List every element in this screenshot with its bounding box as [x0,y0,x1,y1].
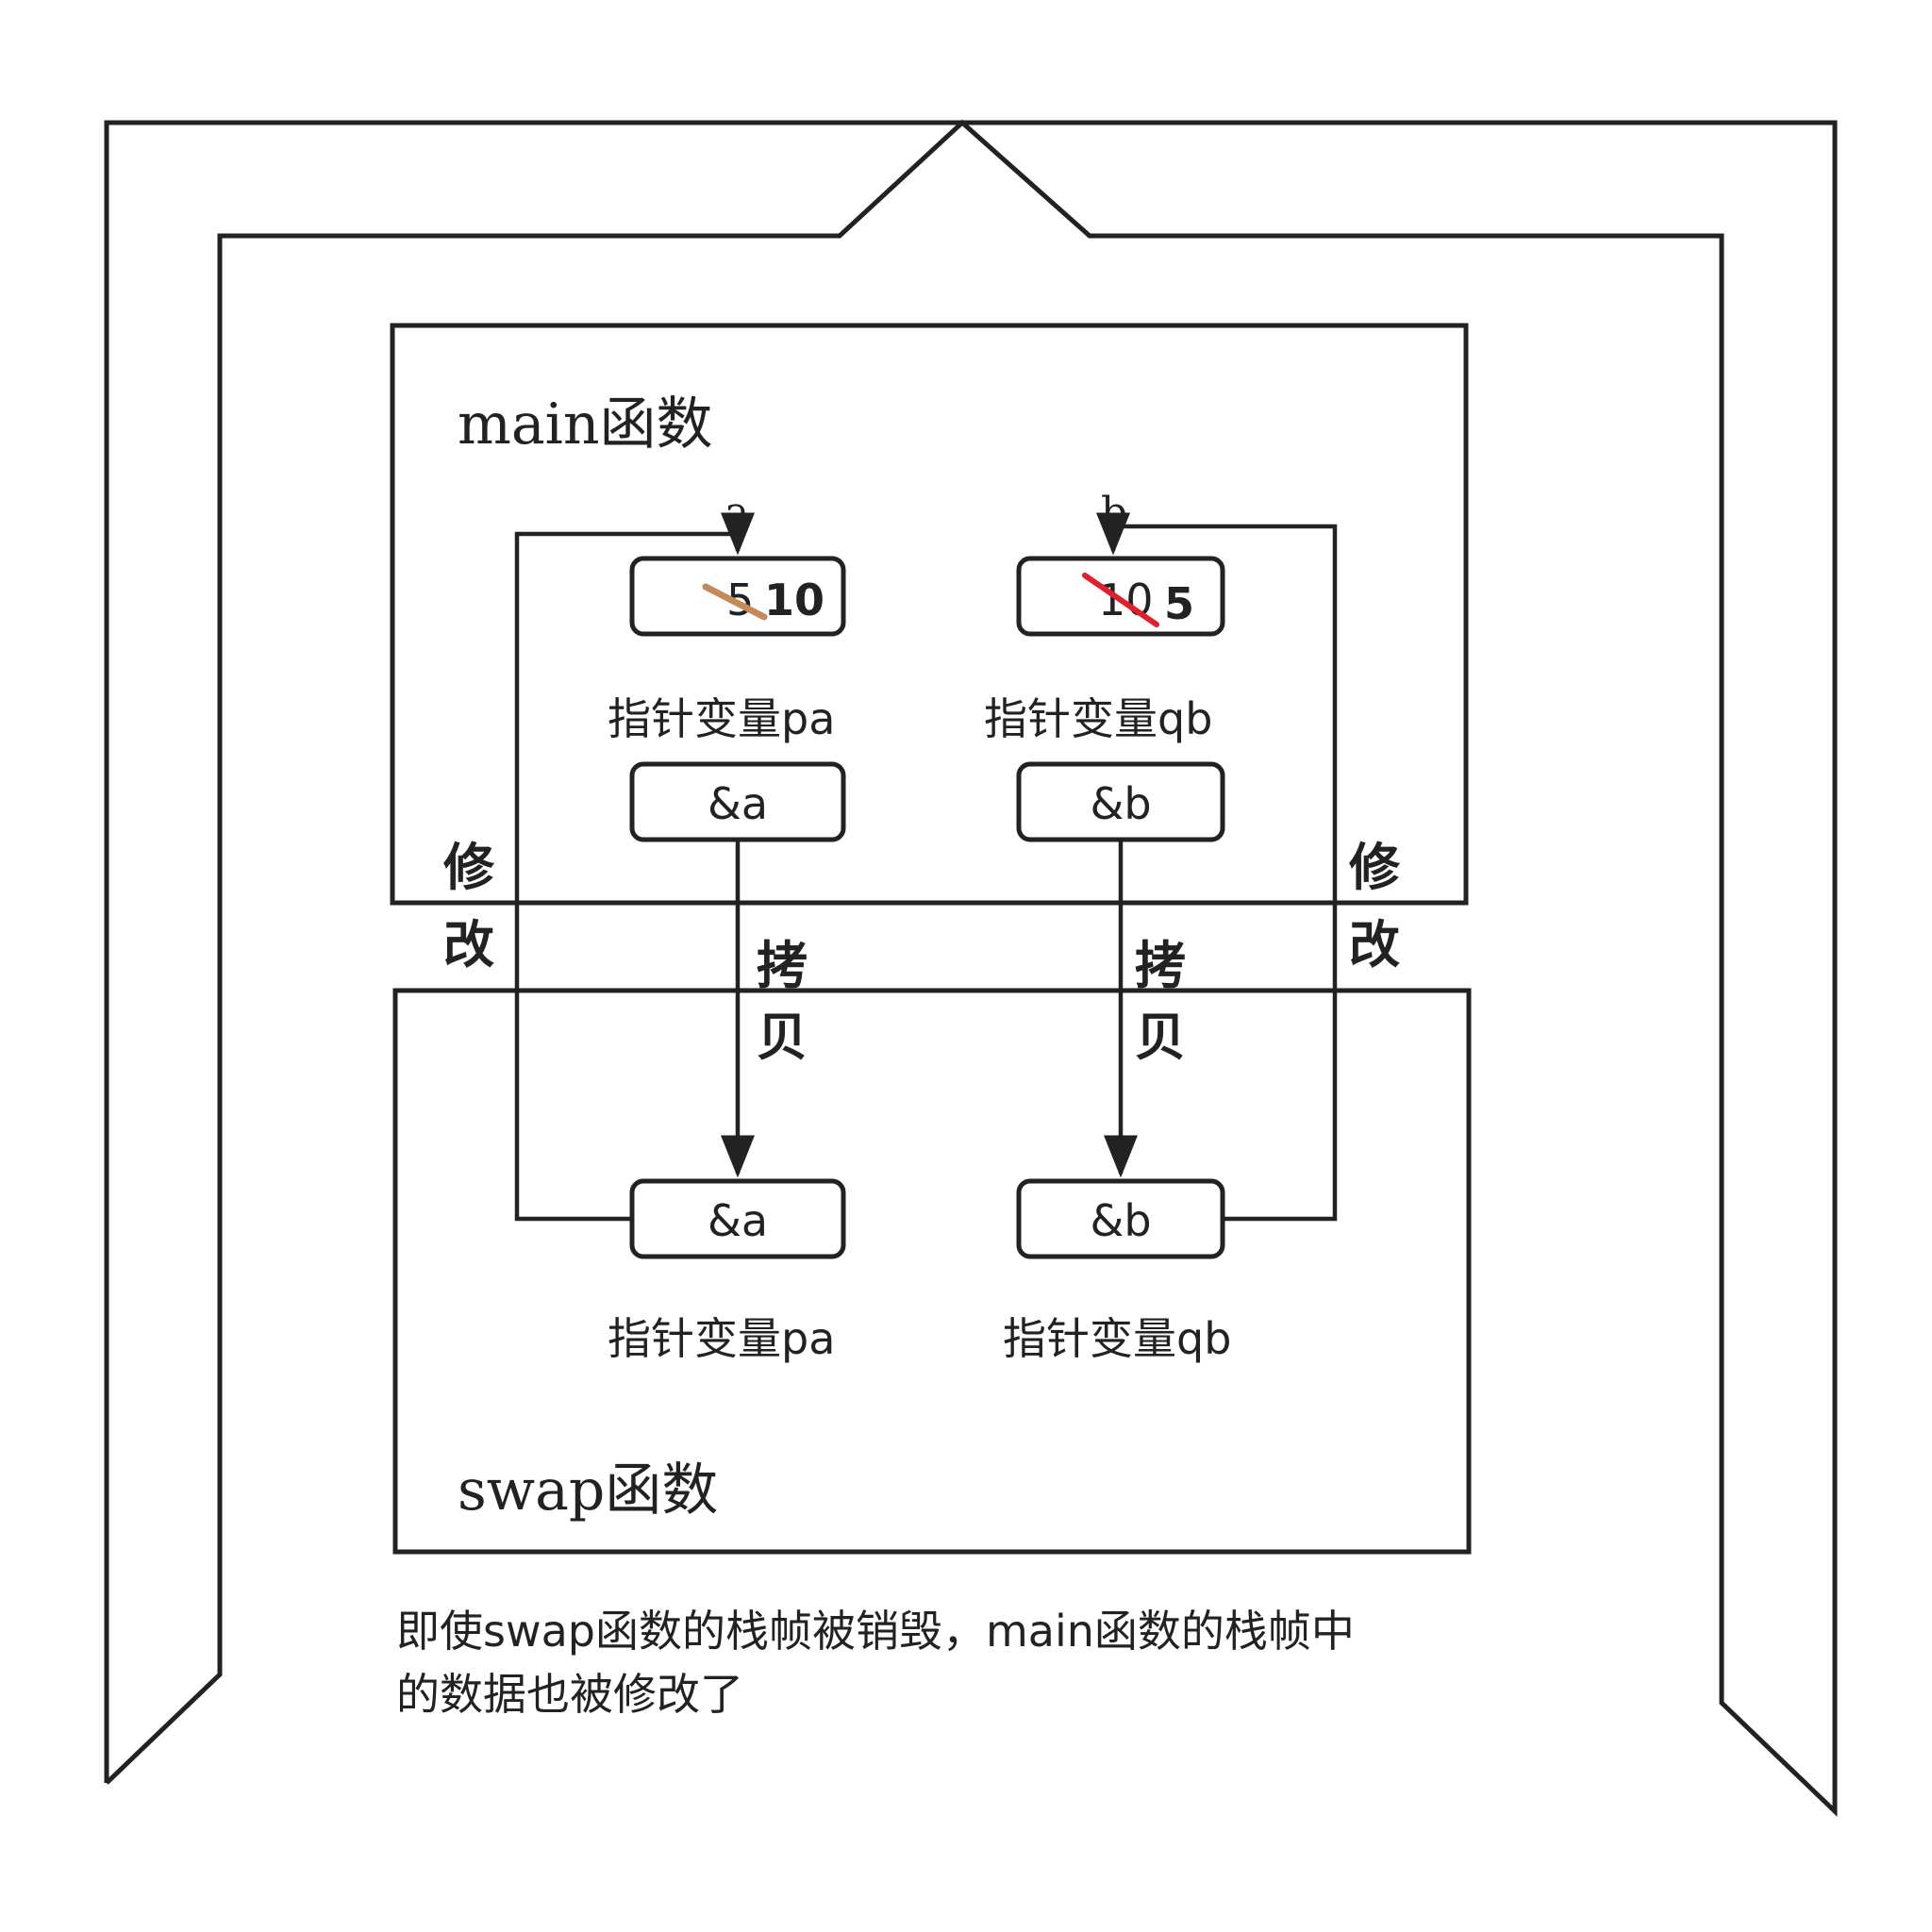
var-a-name: a [724,489,749,537]
main-frame-title: main函数 [458,391,713,458]
main-pa-value: &a [708,778,768,829]
modify-right-char-1: 修 [1349,838,1401,897]
var-a-cell [629,556,846,637]
var-a-new-value: 10 [764,575,824,625]
swap-pa-label: 指针变量pa [608,1313,835,1364]
var-b-cell [1016,556,1225,637]
modify-left-char-2: 改 [443,915,494,974]
var-b-new-value: 5 [1164,578,1194,629]
swap-frame-box [392,988,1472,1555]
modify-path-right [1096,512,1338,1222]
copy-left-char-1: 拷 [757,936,808,995]
main-qb-label: 指针变量qb [984,693,1212,744]
copy-right-char-1: 拷 [1135,936,1186,995]
caption-line-2: 的数据也被修改了 [396,1669,743,1720]
main-pa-label: 指针变量pa [608,693,835,744]
var-a-strike [702,583,768,621]
var-b-strike [1082,573,1159,627]
swap-qb-label: 指针变量qb [1003,1313,1231,1364]
caption-line-1: 即使swap函数的栈帧被销毁，main函数的栈帧中 [396,1606,1355,1657]
outer-frame [104,119,1838,1817]
main-frame-box [390,323,1469,906]
copy-left-char-2: 贝 [757,1008,808,1067]
copy-right-char-2: 贝 [1135,1008,1186,1067]
modify-right-char-2: 改 [1349,915,1400,974]
modify-path-left [514,512,755,1222]
main-qb-value: &b [1090,778,1151,829]
swap-pa-value: &a [708,1195,768,1246]
modify-left-char-1: 修 [443,838,495,897]
swap-frame-title: swap函数 [458,1457,718,1524]
swap-qb-value: &b [1090,1195,1151,1246]
